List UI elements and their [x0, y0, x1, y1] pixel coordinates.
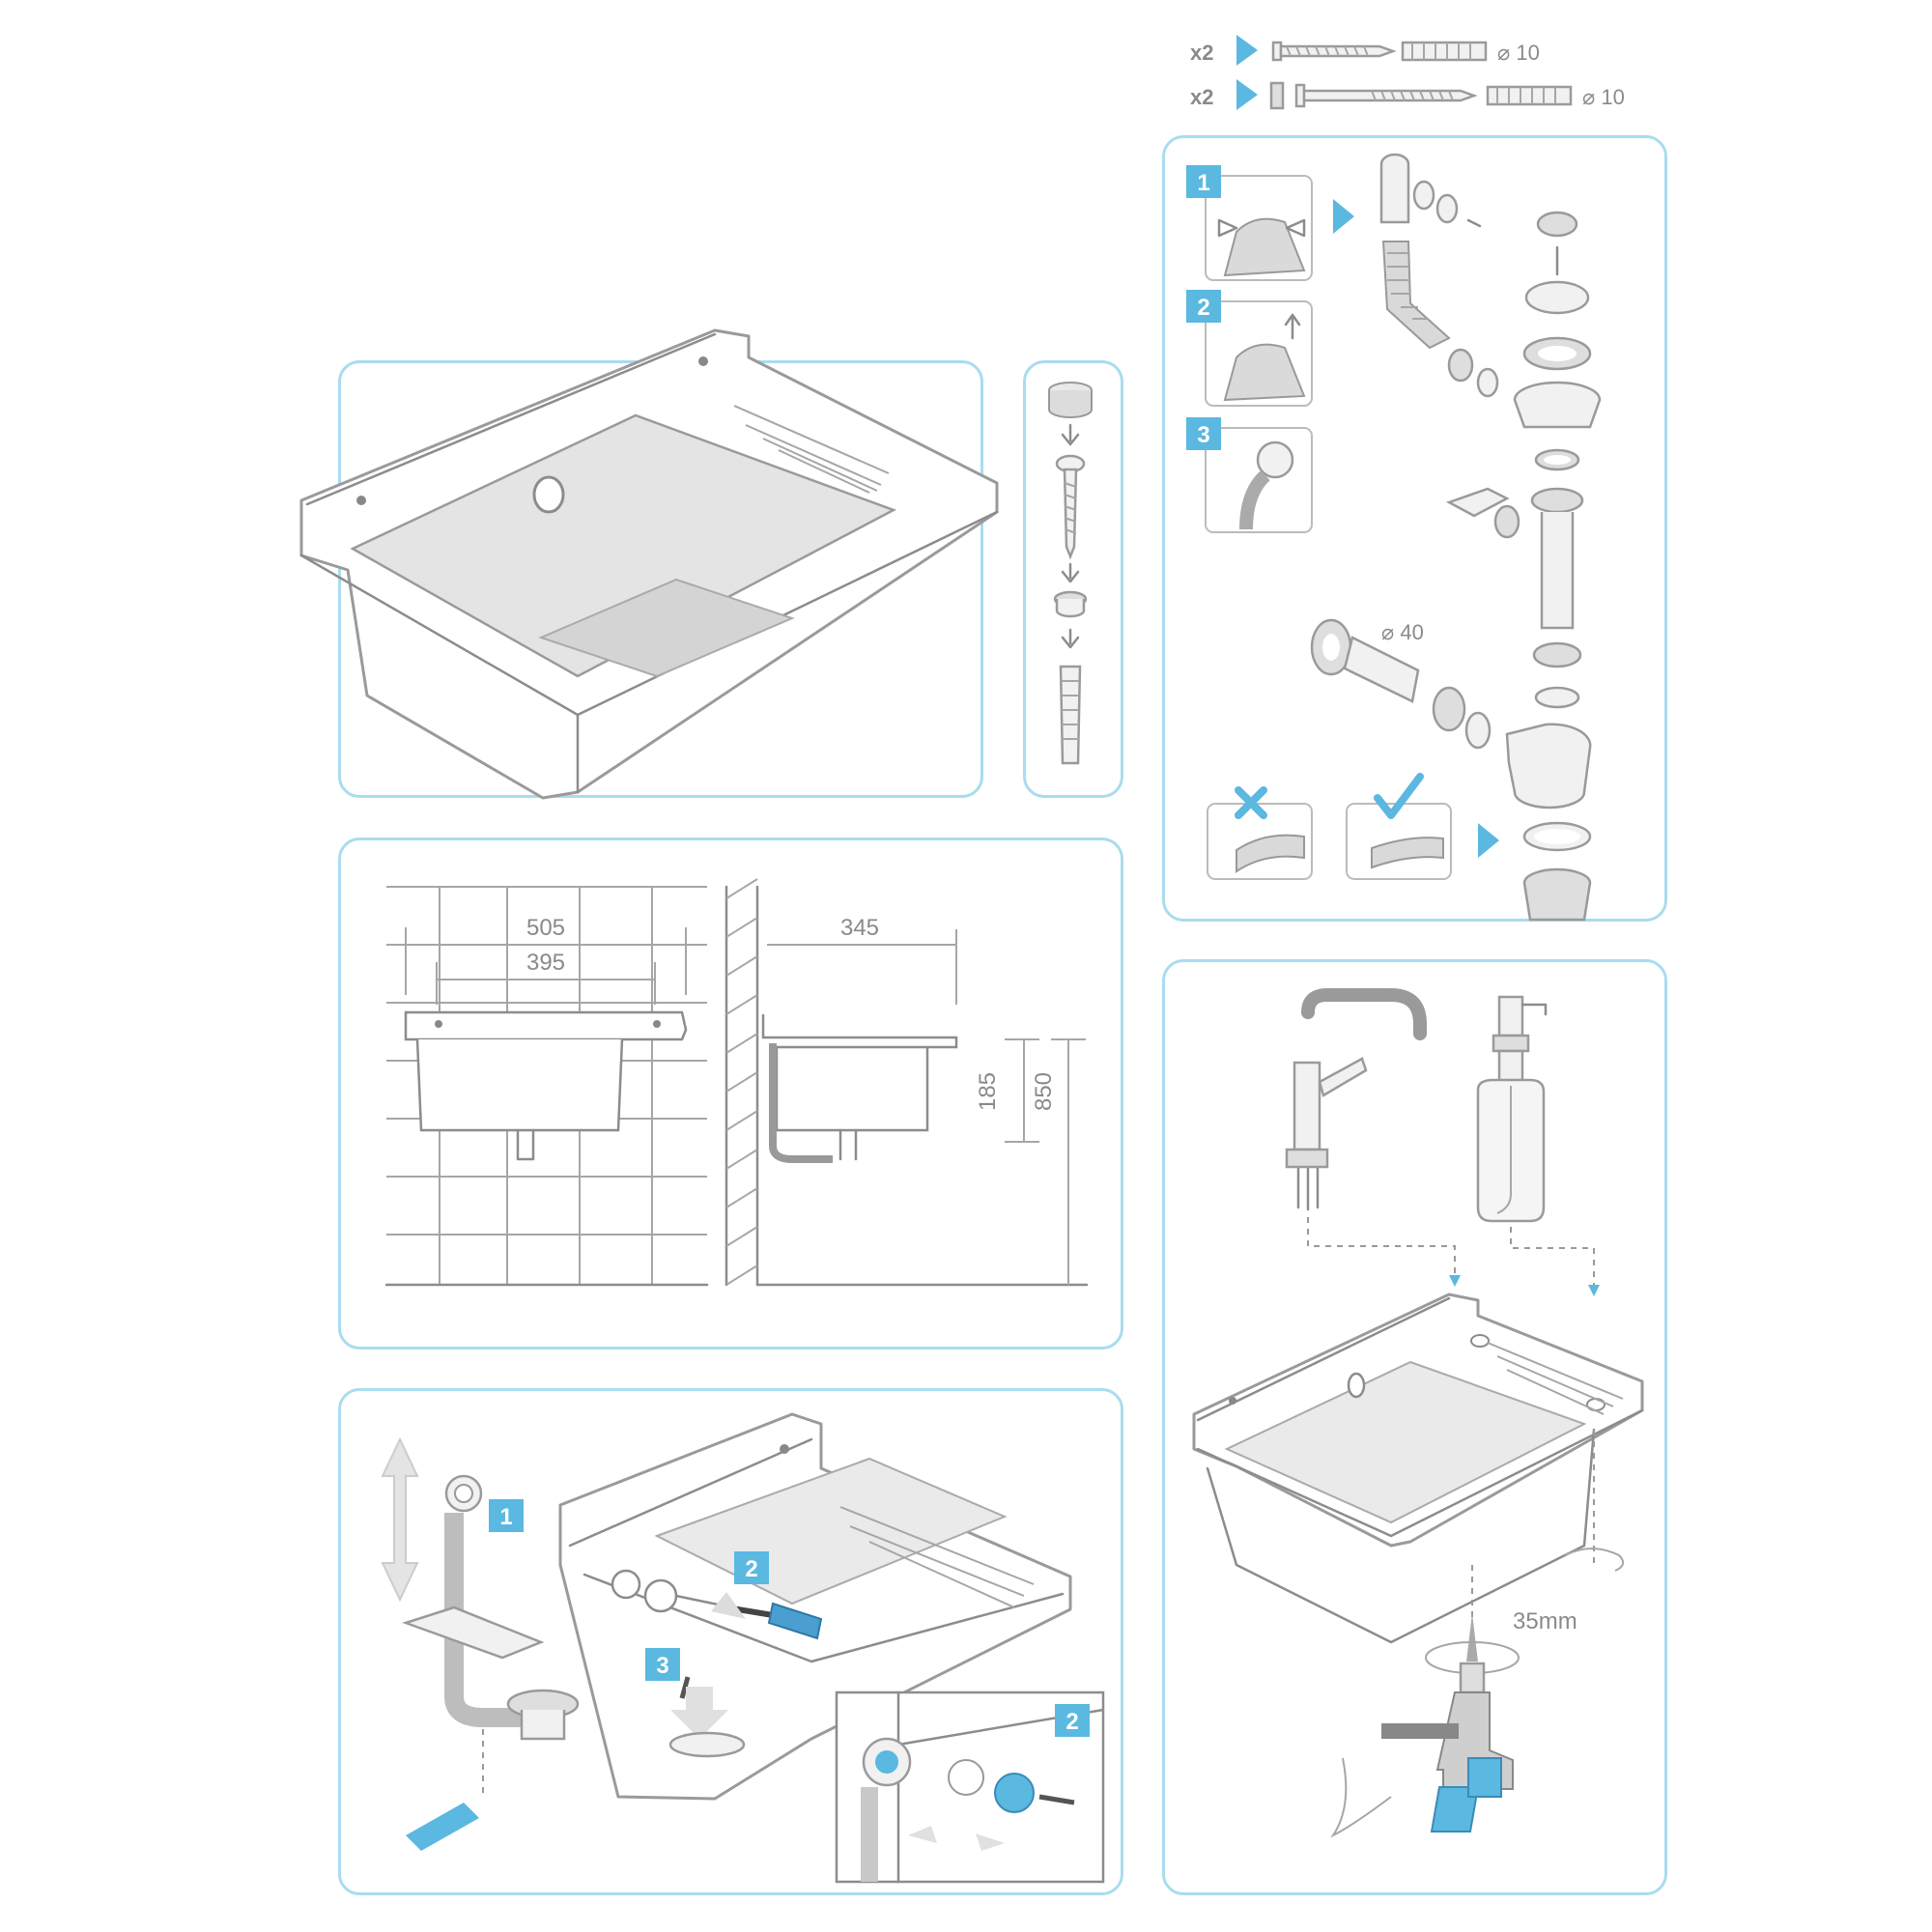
arrow-down-icon — [1061, 423, 1080, 446]
washer-icon — [1055, 599, 1086, 618]
arrow-right-icon — [1333, 199, 1354, 234]
tailpiece-icon — [1540, 512, 1575, 630]
step-1-badge — [1186, 165, 1221, 198]
spacer-icon — [1269, 81, 1285, 110]
nut-icon — [1530, 487, 1584, 514]
plug-icon — [1536, 211, 1578, 238]
drain-ring-icon — [668, 1731, 746, 1758]
dispenser-pump-icon — [1497, 995, 1524, 1037]
hardware-row-2: x2 ⌀ 10 — [1190, 79, 1625, 110]
siphon-steps: 1 2 3 — [1186, 165, 1354, 533]
overflow-plate-icon — [643, 1578, 678, 1613]
svg-text:1: 1 — [1197, 170, 1209, 196]
svg-text:2: 2 — [1065, 1709, 1078, 1735]
drain-body-icon — [1513, 381, 1602, 429]
hardware-qty-2: x2 — [1190, 85, 1213, 109]
svg-text:2: 2 — [745, 1556, 757, 1582]
screw-icon — [1063, 468, 1078, 560]
wrench-icon — [406, 1803, 479, 1851]
dim-width-outer: 505 — [526, 915, 565, 941]
dim-width-inner: 395 — [526, 950, 565, 976]
arrow-up-icon — [1284, 313, 1301, 340]
hardware-dim-1: ⌀ 10 — [1497, 41, 1540, 65]
arrow-right-icon — [1217, 218, 1238, 238]
hardware-qty-1: x2 — [1190, 41, 1213, 65]
faucet-drill-drawing: 35mm — [1192, 988, 1644, 1838]
correct-icon — [1374, 773, 1424, 819]
svg-text:2: 2 — [1197, 295, 1209, 321]
drill-bit-icon — [1466, 1613, 1478, 1662]
wall-plug-icon — [1401, 41, 1488, 62]
step-3-badge — [1186, 417, 1221, 450]
elbow-icon — [1445, 487, 1510, 518]
pipe-diameter-label: ⌀ 40 — [1381, 620, 1424, 644]
hand-icon — [1223, 217, 1306, 277]
drill-icon — [1430, 1786, 1480, 1833]
drill-side-handle-icon — [1381, 1723, 1459, 1739]
move-up-down-icon — [381, 1436, 419, 1603]
overflow-hole-icon — [532, 475, 565, 514]
pipe-icon — [1343, 636, 1420, 703]
dim-bowl-height: 185 — [975, 1072, 1001, 1111]
rotate-icon — [1564, 1548, 1625, 1572]
dimension-drawing: 505 395 345 185 850 — [384, 878, 1089, 1287]
arrow-right-icon — [1478, 823, 1499, 858]
detail-step-badge — [1055, 1704, 1090, 1737]
step-3-badge — [645, 1648, 680, 1681]
step-2-badge — [734, 1551, 769, 1584]
siphon-parts: ⌀ 40 — [1207, 153, 1602, 922]
screwdriver-icon — [767, 1602, 823, 1640]
nut-icon — [1532, 641, 1582, 668]
drill-size-label: 35mm — [1513, 1608, 1577, 1634]
strainer-icon — [1524, 280, 1590, 315]
sink-illustration — [299, 328, 999, 800]
hardware-dim-2: ⌀ 10 — [1582, 85, 1625, 109]
hand-icon — [1223, 343, 1306, 402]
step-1-badge — [489, 1499, 524, 1532]
drain-install-drawing: 1 2 3 2 — [381, 1412, 1105, 1884]
cap-icon — [1048, 390, 1093, 418]
svg-text:3: 3 — [1197, 422, 1209, 448]
overflow-plate-icon — [994, 1773, 1035, 1813]
hardware-row-1: x2 ⌀ 10 — [1190, 35, 1540, 66]
step-2-badge — [1186, 290, 1221, 323]
arrow-right-icon — [1236, 35, 1258, 66]
anchor-sequence — [1048, 382, 1093, 765]
faucet-spout-icon — [1301, 988, 1427, 1040]
wall-plug-icon — [1486, 85, 1573, 106]
bottle-trap-icon — [1505, 723, 1592, 810]
dim-depth: 345 — [840, 915, 879, 941]
faucet-lever-icon — [1318, 1057, 1368, 1097]
flexible-hose-icon — [1381, 241, 1451, 350]
drill-cord — [1330, 1757, 1392, 1838]
svg-text:1: 1 — [499, 1504, 512, 1530]
overflow-elbow-icon — [1379, 153, 1410, 224]
trap-cap-icon — [1522, 867, 1592, 922]
bracket-icon — [402, 1605, 545, 1660]
arrow-down-icon — [1061, 628, 1080, 649]
wrong-icon — [1235, 786, 1267, 819]
dim-mount-height: 850 — [1031, 1072, 1057, 1111]
arrow-right-icon — [1236, 79, 1258, 110]
svg-text:3: 3 — [656, 1653, 668, 1679]
arrow-left-icon — [1285, 218, 1306, 238]
hose-end-icon — [1256, 440, 1294, 479]
faucet-body-icon — [1293, 1061, 1321, 1151]
arrow-down-icon — [1061, 562, 1080, 583]
